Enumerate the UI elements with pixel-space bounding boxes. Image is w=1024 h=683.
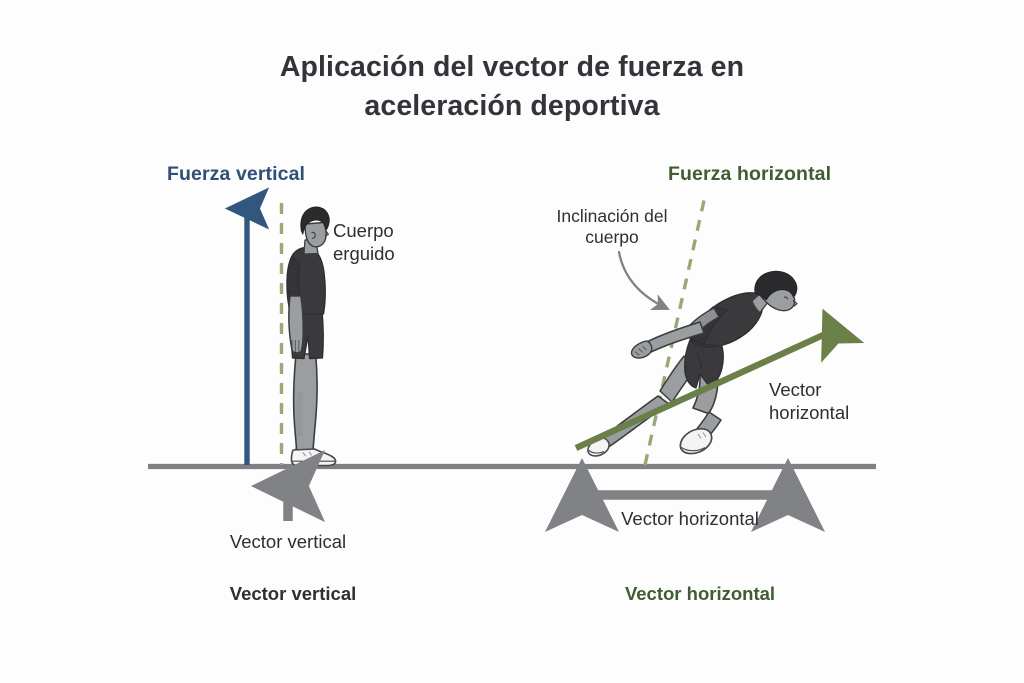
footer-caption-vector-horizontal: Vector horizontal	[624, 583, 776, 604]
lean-callout-arrow	[617, 250, 670, 310]
annotation-inclinacion-line-2: cuerpo	[585, 227, 639, 248]
page-title: Aplicación del vector de fuerza en aceler…	[0, 48, 1024, 127]
horizontal-force-arrow	[574, 308, 865, 451]
caption-ground-vector-vertical: Vector vertical	[229, 531, 347, 552]
annotation-vector-horizontal-arrow-line-2: horizontal	[769, 401, 850, 423]
footer-caption-vector-vertical: Vector vertical	[229, 583, 357, 604]
sprinting-runner-figure	[587, 270, 798, 457]
label-fuerza-horizontal: Fuerza horizontal	[668, 163, 832, 185]
inclined-dashed-guide	[643, 195, 707, 466]
page-title-line-2: aceleración deportiva	[364, 90, 660, 123]
annotation-cuerpo-erguido-line-2: erguido	[333, 242, 395, 264]
page-title-line-1: Aplicación del vector de fuerza en	[279, 51, 745, 83]
annotation-cuerpo-erguido-line-1: Cuerpo	[333, 220, 394, 241]
annotation-vector-horizontal-arrow-line-1: Vector	[769, 379, 822, 400]
caption-ground-vector-horizontal: Vector horizontal	[621, 508, 759, 529]
annotation-inclinacion-line-1: Inclinación del	[556, 206, 668, 226]
label-fuerza-vertical: Fuerza vertical	[167, 163, 306, 185]
standing-runner-figure	[286, 206, 337, 467]
